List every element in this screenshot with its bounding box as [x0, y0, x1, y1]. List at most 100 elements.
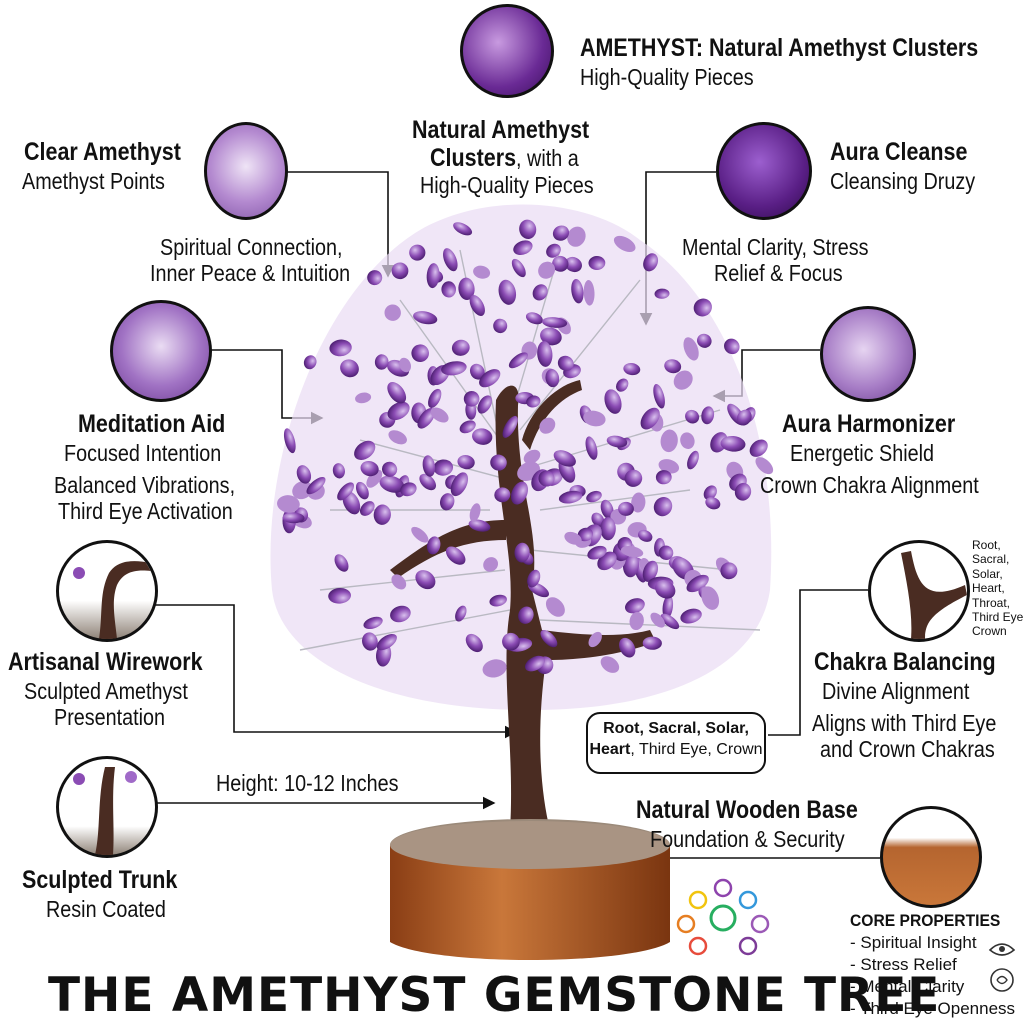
amethyst-chip: [453, 222, 473, 236]
wooden-base-icon: [880, 806, 982, 908]
amethyst-chip: [583, 410, 606, 427]
amethyst-chip: [586, 490, 602, 503]
amethyst-chip: [697, 333, 712, 348]
amethyst-chip: [600, 499, 614, 519]
chakra-list-item: Third Eye: [972, 609, 1024, 624]
amethyst-chip: [329, 339, 352, 357]
amethyst-chip: [337, 482, 355, 501]
chakra-symbols-icon: [676, 878, 770, 956]
amethyst-chip: [523, 449, 541, 464]
amethyst-chip: [662, 594, 674, 619]
amethyst-chip: [664, 359, 682, 374]
meditation-aid-line3: Third Eye Activation: [58, 498, 233, 524]
amethyst-chip: [552, 255, 569, 272]
amethyst-chip: [542, 317, 568, 328]
clear-amethyst-subtitle: Amethyst Points: [22, 168, 165, 194]
amethyst-chip: [527, 569, 541, 588]
amethyst-chip: [518, 606, 534, 624]
core-property-item: - Spiritual Insight: [850, 933, 977, 953]
amethyst-chip: [277, 495, 300, 513]
amethyst-chip: [382, 461, 398, 477]
core-properties: CORE PROPERTIES - Spiritual Insight - St…: [850, 910, 1015, 1020]
amethyst-chip: [545, 369, 560, 388]
amethyst-chip: [588, 631, 602, 648]
amethyst-chip: [680, 432, 695, 450]
center-callout-title: Natural Amethyst: [412, 116, 590, 144]
aura-harmonizer-line2: Crown Chakra Alignment: [760, 472, 979, 498]
center-callout-line3: High-Quality Pieces: [420, 172, 594, 198]
amethyst-chip: [565, 256, 582, 273]
amethyst-chip: [600, 517, 616, 541]
amethyst-chip: [303, 355, 317, 370]
amethyst-chip: [411, 526, 429, 543]
wirework-arrow: [154, 604, 518, 739]
amethyst-chip: [680, 608, 702, 624]
trunk-closeup-icon: [56, 756, 158, 858]
amethyst-chip: [703, 485, 717, 500]
amethyst-chip: [683, 337, 699, 361]
amethyst-chip: [493, 318, 508, 334]
amethyst-chip: [685, 409, 700, 424]
druzy-icon: [716, 122, 812, 220]
sculpted-trunk-subtitle: Resin Coated: [46, 896, 166, 922]
amethyst-chip: [705, 497, 721, 510]
amethyst-chip: [463, 391, 480, 407]
amethyst-chip: [558, 490, 583, 504]
amethyst-chip: [540, 327, 562, 346]
amethyst-chip: [391, 262, 409, 280]
amethyst-chip: [374, 354, 389, 370]
amethyst-chip: [654, 288, 670, 299]
amethyst-chip: [472, 428, 493, 445]
amethyst-chip: [417, 408, 435, 429]
amethyst-chip: [511, 481, 528, 505]
amethyst-chip: [640, 407, 660, 430]
amethyst-chip: [613, 235, 636, 252]
amethyst-chip: [482, 659, 507, 678]
amethyst-chip: [498, 279, 517, 305]
top-callout-subtitle: High-Quality Pieces: [580, 64, 754, 90]
amethyst-chip: [588, 255, 606, 271]
clear-amethyst-note-2: Inner Peace & Intuition: [150, 260, 351, 286]
amethyst-chip: [564, 531, 582, 545]
amethyst-chip: [655, 470, 672, 485]
clear-amethyst-title: Clear Amethyst: [24, 138, 181, 166]
amethyst-chip: [552, 225, 570, 241]
amethyst-chip: [387, 382, 407, 404]
amethyst-chip: [469, 295, 485, 316]
amethyst-chip: [724, 338, 740, 355]
chakra-list-item: Root,: [972, 538, 1001, 552]
amethyst-chip: [686, 574, 709, 593]
amethyst-chip: [479, 369, 501, 388]
amethyst-chip: [445, 546, 466, 565]
amethyst-points-icon: [204, 122, 288, 220]
amethyst-chip: [477, 395, 493, 414]
amethyst-chip: [426, 263, 440, 289]
aura-cleanse-note-1: Mental Clarity, Stress: [682, 234, 869, 260]
amethyst-chip: [376, 633, 397, 651]
amethyst-chip: [583, 280, 595, 306]
amethyst-chip: [660, 613, 680, 630]
chakra-branch-icon: [868, 540, 970, 642]
amethyst-chip: [638, 529, 653, 542]
amethyst-chip: [355, 392, 372, 404]
amethyst-chip: [557, 355, 574, 371]
amethyst-chip: [359, 501, 375, 516]
amethyst-chip: [539, 417, 556, 434]
amethyst-chip: [457, 455, 475, 470]
amethyst-chip: [513, 240, 533, 255]
amethyst-chip: [296, 465, 312, 484]
amethyst-chip: [379, 475, 405, 493]
amethyst-chip: [577, 527, 594, 542]
amethyst-chip: [443, 248, 458, 272]
amethyst-chip: [391, 574, 407, 590]
amethyst-chip: [411, 344, 430, 362]
tumbled-stones-icon: [820, 306, 916, 402]
wirework-closeup-icon: [56, 540, 158, 642]
amethyst-chip: [720, 435, 746, 452]
core-property-item: - Stress Relief: [850, 955, 957, 975]
amethyst-chip: [537, 341, 553, 367]
brain-icon: [990, 968, 1014, 992]
aura-cleanse-subtitle: Cleansing Druzy: [830, 168, 976, 194]
clear-amethyst-arrow: [282, 171, 395, 278]
